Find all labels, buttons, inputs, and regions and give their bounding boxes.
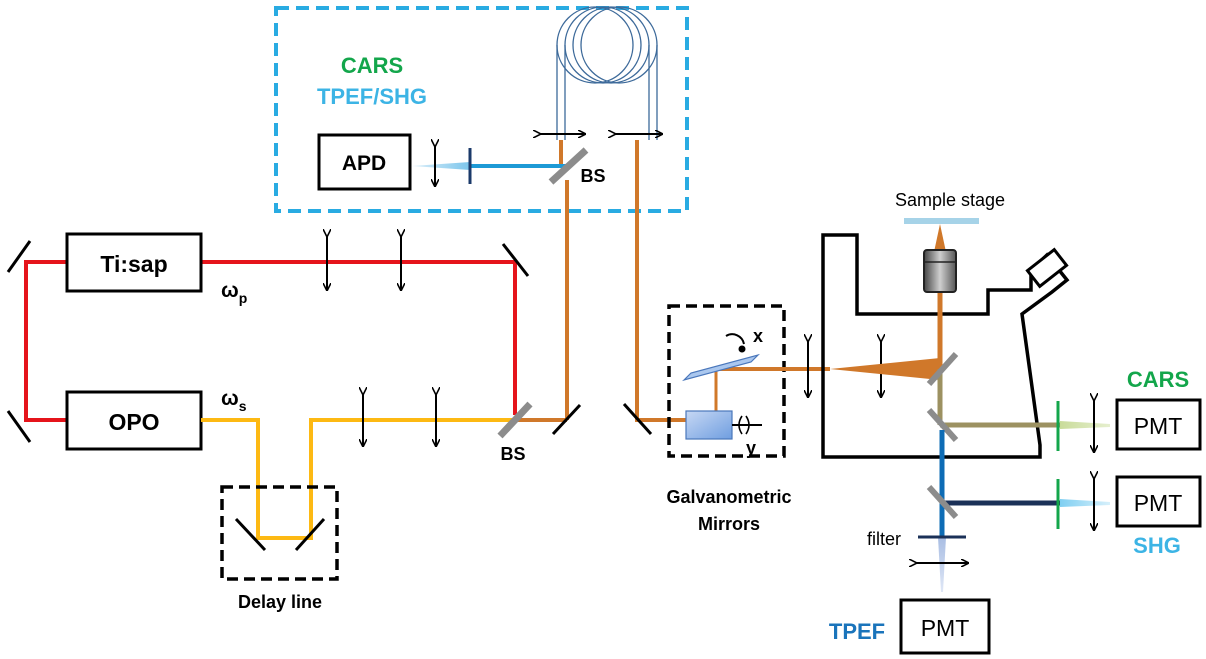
galvo-x-rotation-icon bbox=[725, 333, 745, 345]
microscope-eyepiece bbox=[1025, 247, 1069, 289]
galvo-mirror-x bbox=[681, 353, 761, 382]
beam-splitter-bottom bbox=[497, 401, 533, 439]
delay-mirror-left bbox=[234, 517, 267, 552]
cars-right-label: CARS bbox=[1127, 367, 1189, 392]
pmt-shg-box bbox=[1115, 475, 1202, 528]
mirror-red-corner bbox=[501, 243, 530, 277]
pmt-cars-label: PMT bbox=[1134, 413, 1183, 439]
fiber-coil bbox=[556, 6, 658, 140]
axis-x-label: x bbox=[753, 326, 763, 346]
apd-box bbox=[317, 133, 412, 191]
objective-lens bbox=[923, 249, 957, 293]
pmt-cars-box bbox=[1115, 398, 1202, 451]
cars-top-label: CARS bbox=[341, 53, 403, 78]
omega-s-label: ωs bbox=[221, 387, 247, 414]
beam-cars-fade bbox=[1060, 421, 1110, 429]
pmt-tpef-label: PMT bbox=[921, 615, 970, 641]
beam-yellow bbox=[201, 418, 515, 540]
opo-label: OPO bbox=[108, 409, 159, 435]
sample-stage-label: Sample stage bbox=[895, 190, 1005, 210]
beam-tpef-fade bbox=[938, 537, 946, 592]
detection-dashed-box bbox=[274, 6, 689, 213]
bs-bottom-label: BS bbox=[500, 444, 525, 464]
galvo-x-axis-dot bbox=[738, 345, 746, 353]
mirror-left-top bbox=[6, 240, 32, 273]
bs-top-label: BS bbox=[580, 166, 605, 186]
delay-mirror-right bbox=[294, 517, 326, 552]
tisap-box bbox=[65, 232, 203, 293]
beam-focus-tip bbox=[934, 224, 946, 252]
pmt-tpef-box bbox=[899, 598, 991, 655]
galvo-y-rotation-icon bbox=[738, 415, 750, 435]
galvo-dashed-box bbox=[667, 304, 786, 458]
omega-p-label: ωp bbox=[221, 279, 247, 306]
beam-splitter-top bbox=[548, 147, 589, 185]
dichroic-3 bbox=[926, 484, 959, 520]
galvo-label-line1: Galvanometric bbox=[666, 487, 791, 507]
mirror-orange-corner bbox=[551, 403, 582, 436]
delay-line-label: Delay line bbox=[238, 592, 322, 612]
opo-box bbox=[65, 390, 203, 451]
tpef-shg-top-label: TPEF/SHG bbox=[317, 84, 427, 109]
axis-y-label: y bbox=[746, 438, 756, 458]
mirror-galvo-input bbox=[622, 402, 653, 436]
beam-apd-focus bbox=[412, 162, 470, 170]
beam-shg-fade bbox=[1060, 499, 1110, 507]
galvo-label-line2: Mirrors bbox=[698, 514, 760, 534]
dichroic-1 bbox=[926, 351, 959, 387]
beam-expanding bbox=[830, 358, 940, 380]
galvo-mirror-y bbox=[685, 410, 733, 440]
delay-line-box bbox=[220, 485, 339, 581]
shg-right-label: SHG bbox=[1133, 533, 1181, 558]
beam-fiber-out bbox=[635, 210, 690, 422]
beam-red bbox=[24, 260, 67, 422]
dichroic-2 bbox=[926, 407, 959, 443]
pmt-shg-label: PMT bbox=[1134, 490, 1183, 516]
tpef-bottom-label: TPEF bbox=[829, 619, 885, 644]
mirror-left-bottom bbox=[6, 410, 32, 443]
filter-label: filter bbox=[867, 529, 901, 549]
apd-label: APD bbox=[342, 152, 386, 175]
tisap-label: Ti:sap bbox=[100, 251, 167, 277]
